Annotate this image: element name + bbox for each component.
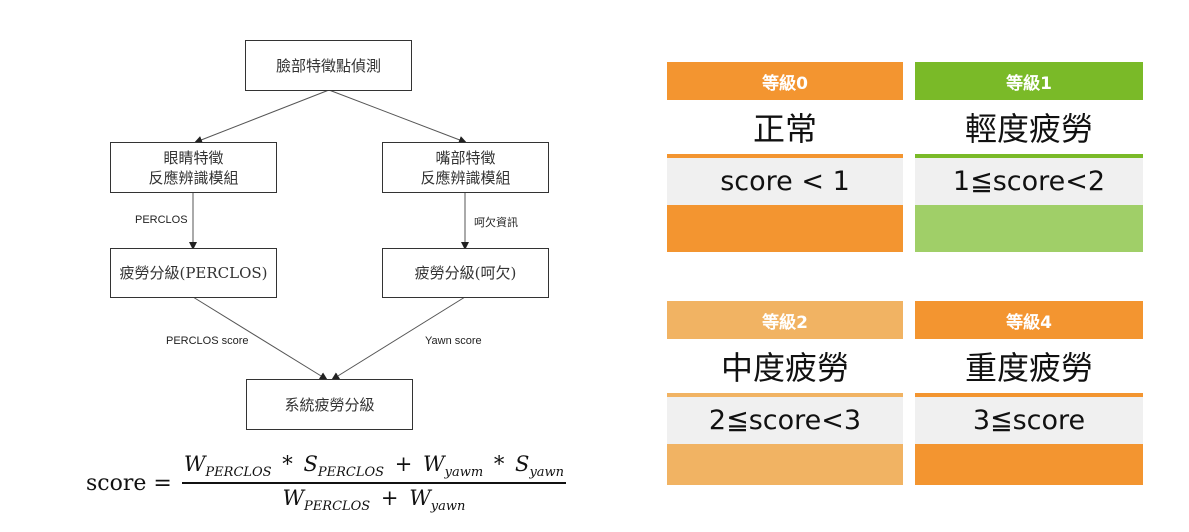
node-fatigue-yawn: 疲勞分級(呵欠)	[382, 248, 549, 298]
level-divider	[667, 154, 903, 158]
node-landmark-label: 臉部特徵點偵測	[275, 56, 381, 75]
node-eye-line1: 眼睛特徵	[163, 148, 224, 167]
num-s2: S	[515, 452, 530, 476]
level-name: 正常	[752, 110, 817, 148]
arrow-landmark-to-eye	[194, 89, 330, 144]
flowchart-connectors	[189, 89, 469, 381]
node-mouth-line1: 嘴部特徵	[435, 148, 496, 167]
den-w2-sub: yawn	[430, 499, 466, 515]
level-card-0: 等級0 正常 score < 1	[667, 62, 903, 252]
fraction-bar	[181, 482, 567, 485]
den-w1: W	[282, 486, 305, 511]
node-fatigue-yawn-label: 疲勞分級(呵欠)	[414, 264, 517, 282]
num-s1-sub: PERCLOS	[317, 465, 385, 481]
num-s2-sub: yawn	[529, 465, 565, 481]
node-system-grading: 系統疲勞分級	[246, 379, 413, 430]
edge-label-perclos-score: PERCLOS score	[166, 335, 249, 347]
den-plus: +	[380, 486, 399, 511]
formula-fraction: WPERCLOS * SPERCLOS + Wyawm * Syawn WPER…	[181, 452, 567, 514]
num-w2: W	[423, 452, 445, 476]
num-op2: *	[493, 452, 505, 476]
node-landmark-detection: 臉部特徵點偵測	[245, 40, 412, 91]
edge-label-perclos: PERCLOS	[135, 214, 188, 226]
edge-label-yawn-info: 呵欠資訊	[474, 217, 518, 229]
node-mouth-line2: 反應辨識模組	[420, 168, 511, 187]
num-w2-sub: yawm	[444, 465, 484, 481]
level-divider	[667, 393, 903, 397]
score-formula: score = WPERCLOS * SPERCLOS + Wyawm * Sy…	[86, 452, 567, 514]
level-divider	[915, 393, 1143, 397]
node-eye-line2: 反應辨識模組	[148, 168, 239, 187]
den-w1-sub: PERCLOS	[304, 499, 371, 515]
node-fatigue-perclos: 疲勞分級(PERCLOS)	[110, 248, 277, 298]
level-card-1: 等級1 輕度疲勞 1≦score<2	[915, 62, 1143, 252]
level-header: 等級1	[915, 62, 1143, 100]
arrow-landmark-to-mouth	[328, 89, 467, 144]
den-w2: W	[409, 486, 431, 511]
level-footer-band	[667, 205, 903, 252]
level-condition: score < 1	[667, 158, 903, 205]
level-condition: 1≦score<2	[915, 158, 1143, 205]
level-footer-band	[915, 205, 1143, 252]
node-eye-module: 眼睛特徵 反應辨識模組	[110, 142, 277, 193]
arrow-yawn-to-system	[331, 296, 466, 381]
node-fatigue-perclos-label: 疲勞分級(PERCLOS)	[119, 264, 268, 282]
level-header: 等級2	[667, 301, 903, 339]
formula-denominator: WPERCLOS + Wyawn	[282, 484, 465, 514]
num-op1: *	[282, 452, 293, 476]
level-footer-band	[667, 444, 903, 485]
level-footer-band	[915, 444, 1143, 485]
level-name: 輕度疲勞	[964, 110, 1093, 148]
node-system-label: 系統疲勞分級	[284, 395, 375, 414]
level-header: 等級0	[667, 62, 903, 100]
arrow-perclos-to-system	[192, 296, 328, 381]
num-w1: W	[183, 452, 206, 476]
node-mouth-module: 嘴部特徵 反應辨識模組	[382, 142, 549, 193]
num-plus: +	[394, 452, 413, 476]
formula-numerator: WPERCLOS * SPERCLOS + Wyawm * Syawn	[182, 452, 566, 482]
level-name: 中度疲勞	[720, 349, 849, 387]
level-condition: 3≦score	[915, 397, 1143, 444]
num-s1: S	[303, 452, 318, 476]
level-header: 等級4	[915, 301, 1143, 339]
formula-lhs: score =	[86, 470, 172, 496]
level-divider	[915, 154, 1143, 158]
level-name: 重度疲勞	[964, 349, 1093, 387]
edge-label-yawn-score: Yawn score	[425, 335, 482, 347]
level-card-2: 等級2 中度疲勞 2≦score<3	[667, 301, 903, 485]
level-condition: 2≦score<3	[667, 397, 903, 444]
level-card-3: 等級4 重度疲勞 3≦score	[915, 301, 1143, 485]
num-w1-sub: PERCLOS	[205, 465, 272, 481]
